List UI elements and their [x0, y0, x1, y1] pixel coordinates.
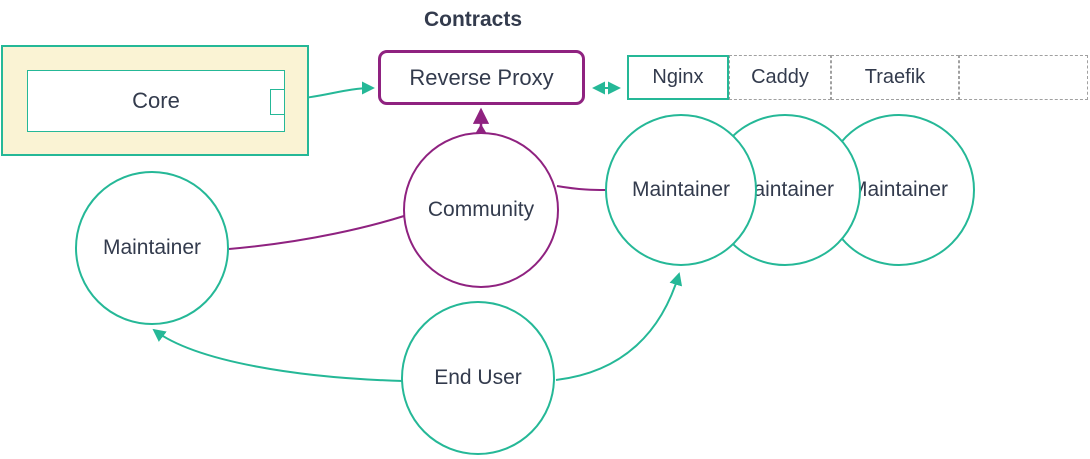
- maintainer-right-label-2: Maintainer: [735, 178, 835, 201]
- community-label: Community: [427, 198, 535, 221]
- edge-enduser-to-maintainer-left: [152, 328, 404, 382]
- maintainer-left-node: Maintainer: [75, 171, 229, 325]
- maintainer-right-label-1: Maintainer: [631, 178, 731, 201]
- end-user-node: End User: [401, 301, 555, 455]
- diagram-title: Contracts: [423, 8, 523, 31]
- edge-enduser-to-maintainer-right: [555, 272, 683, 381]
- caddy-label: Caddy: [751, 66, 809, 88]
- proxy-option-traefik: Traefik: [831, 55, 959, 100]
- proxy-option-empty: [959, 55, 1088, 100]
- proxy-option-caddy: Caddy: [729, 55, 831, 100]
- proxy-option-nginx: Nginx: [627, 55, 729, 100]
- traefik-label: Traefik: [864, 66, 926, 88]
- edge-community-maintainer-right: [556, 185, 607, 191]
- core-label: Core: [132, 88, 180, 113]
- maintainer-right-label-3: Maintainer: [849, 178, 949, 201]
- core-group-container: Core: [1, 45, 309, 156]
- end-user-label: End User: [434, 366, 522, 389]
- maintainer-right-node-1: Maintainer: [605, 114, 757, 266]
- reverse-proxy-label: Reverse Proxy: [409, 64, 554, 90]
- reverse-proxy-node: Reverse Proxy: [378, 50, 585, 105]
- core-port: [270, 89, 285, 115]
- core-node: Core: [27, 70, 285, 132]
- edge-community-maintainer-left: [228, 215, 405, 250]
- community-node: Community: [403, 132, 559, 288]
- maintainer-left-label: Maintainer: [102, 236, 202, 259]
- community-arrow-chevron: [475, 124, 487, 134]
- nginx-label: Nginx: [652, 66, 704, 88]
